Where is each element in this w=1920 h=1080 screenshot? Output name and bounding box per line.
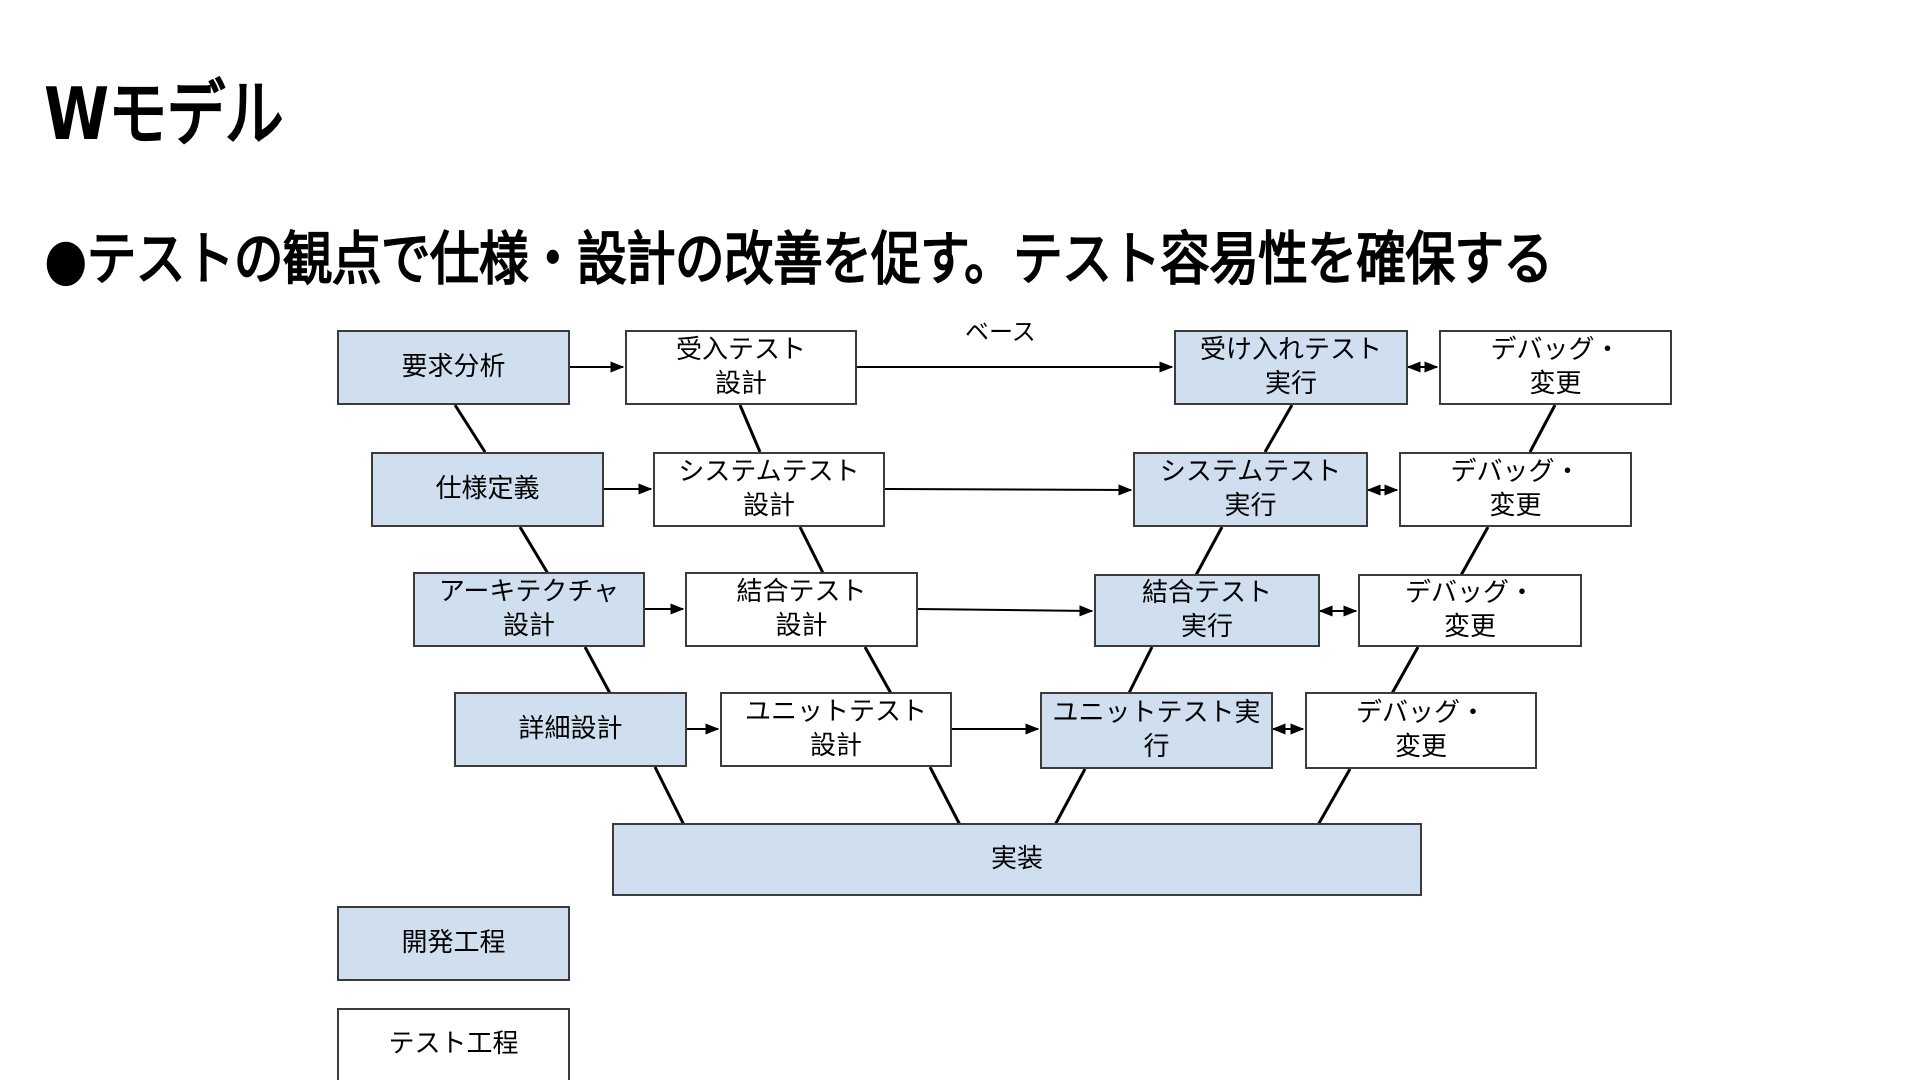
test-design-flow-line: [798, 526, 827, 578]
legend-development: 開発工程: [337, 906, 570, 981]
system-test-design-box: システムテスト 設計: [653, 452, 885, 527]
legend-test: テスト工程: [337, 1008, 570, 1080]
test-exec-flow-line: [1125, 646, 1154, 698]
dev-flow-line: [653, 766, 686, 826]
debug-flow-line: [1528, 404, 1557, 453]
acceptance-test-design-box: 受入テスト 設計: [625, 330, 857, 405]
integration-debug-box: デバッグ・ 変更: [1358, 574, 1582, 647]
system-debug-box: デバッグ・ 変更: [1399, 452, 1632, 527]
system-test-execution-box: システムテスト 実行: [1133, 452, 1368, 527]
debug-flow-line: [1316, 768, 1352, 826]
unit-test-design-box: ユニットテスト 設計: [720, 692, 952, 767]
base-label: ベース: [965, 318, 1036, 346]
debug-flow-line: [1388, 646, 1420, 698]
unit-debug-box: デバッグ・ 変更: [1305, 692, 1537, 769]
design-to-execution-arrow: [917, 605, 1094, 617]
architecture-design-box: アーキテクチャ 設計: [413, 572, 645, 647]
slide-bullet: ●テストの観点で仕様・設計の改善を促す。テスト容易性を確保する: [44, 225, 1553, 293]
dev-flow-line: [453, 404, 487, 453]
test-exec-flow-line: [1193, 526, 1224, 578]
unit-test-execution-box: ユニットテスト実 行: [1040, 692, 1273, 769]
dev-flow-line: [583, 646, 614, 698]
design-to-execution-arrow: [884, 484, 1133, 496]
test-design-flow-line: [738, 404, 762, 453]
test-exec-flow-line: [1053, 768, 1087, 826]
integration-test-execution-box: 結合テスト 実行: [1094, 574, 1320, 647]
detailed-design-box: 詳細設計: [454, 692, 687, 767]
specification-box: 仕様定義: [371, 452, 604, 527]
requirements-analysis-box: 要求分析: [337, 330, 570, 405]
test-design-flow-line: [928, 766, 962, 826]
integration-test-design-box: 結合テスト 設計: [685, 572, 918, 647]
debug-flow-line: [1458, 526, 1490, 578]
test-exec-flow-line: [1263, 404, 1294, 453]
slide-title: Wモデル: [44, 72, 284, 156]
test-design-flow-line: [863, 646, 895, 698]
implementation-box: 実装: [612, 823, 1422, 896]
dev-flow-line: [518, 526, 552, 578]
acceptance-debug-box: デバッグ・ 変更: [1439, 330, 1672, 405]
acceptance-test-execution-box: 受け入れテスト 実行: [1174, 330, 1408, 405]
